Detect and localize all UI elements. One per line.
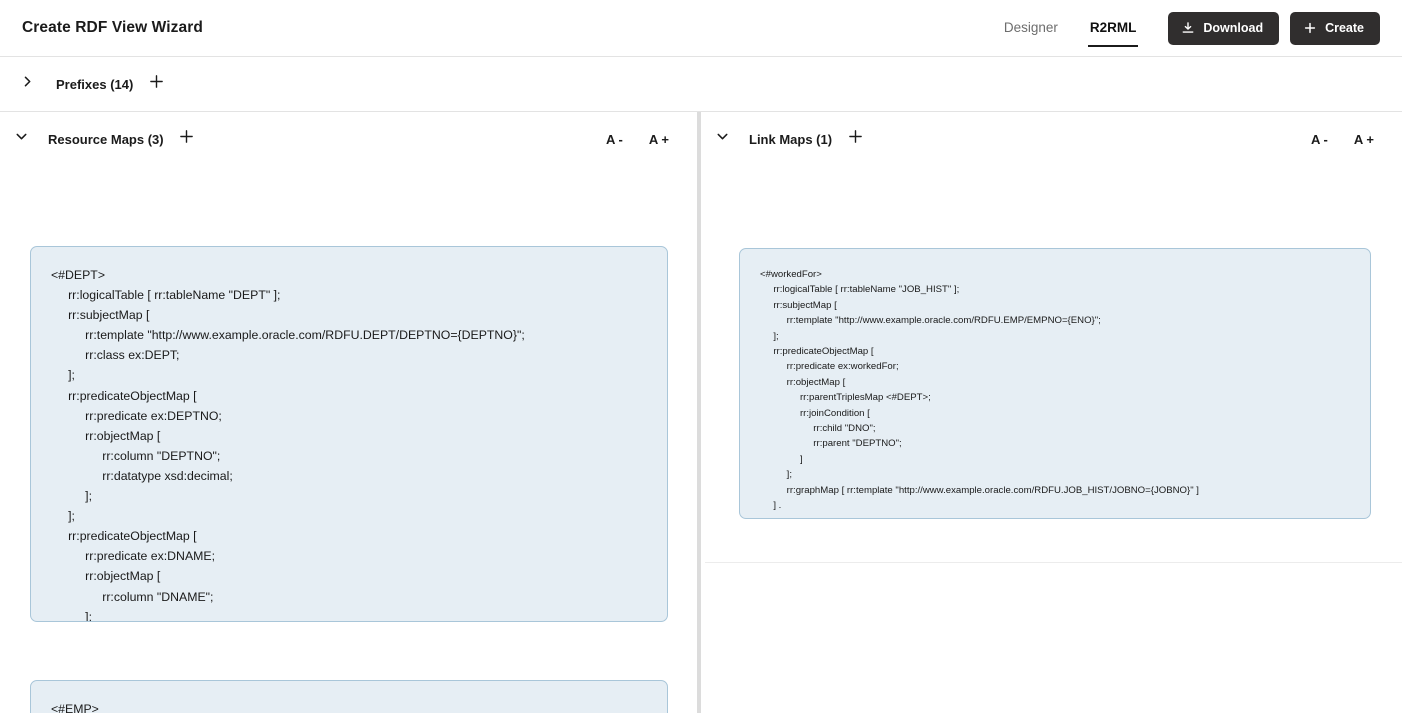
link-map-code-workedfor: <#workedFor> rr:logicalTable [ rr:tableN… bbox=[760, 269, 1199, 512]
chevron-down-icon bbox=[716, 130, 729, 148]
page-title: Create RDF View Wizard bbox=[22, 19, 203, 36]
link-map-card-workedfor[interactable]: <#workedFor> rr:logicalTable [ rr:tableN… bbox=[739, 248, 1371, 519]
plus-icon bbox=[149, 74, 164, 94]
resource-map-card-dept[interactable]: <#DEPT> rr:logicalTable [ rr:tableName "… bbox=[30, 246, 668, 622]
maps-panels: Resource Maps (3) A - A + <#DEPT> rr:log… bbox=[0, 112, 1402, 713]
prefixes-section-header: Prefixes (14) bbox=[0, 57, 1402, 112]
resource-maps-collapse-toggle[interactable] bbox=[6, 124, 36, 154]
prefixes-expand-toggle[interactable] bbox=[12, 69, 42, 99]
link-maps-separator bbox=[705, 562, 1402, 563]
resource-map-card-emp[interactable]: <#EMP> rr:logicalTable [ rr:tableName "E… bbox=[30, 680, 668, 713]
chevron-right-icon bbox=[21, 75, 34, 93]
plus-icon bbox=[1303, 21, 1317, 35]
download-button[interactable]: Download bbox=[1168, 11, 1280, 45]
resource-maps-label: Resource Maps (3) bbox=[48, 131, 164, 147]
link-maps-label: Link Maps (1) bbox=[749, 131, 833, 147]
tab-r2rml[interactable]: R2RML bbox=[1080, 8, 1147, 48]
app-header: Create RDF View Wizard Designer R2RML Do… bbox=[0, 0, 1402, 57]
plus-icon bbox=[848, 129, 863, 149]
resource-maps-header: Resource Maps (3) A - A + bbox=[0, 112, 697, 166]
font-decrease-button[interactable]: A - bbox=[606, 131, 623, 147]
font-decrease-button[interactable]: A - bbox=[1311, 131, 1328, 147]
create-button[interactable]: Create bbox=[1290, 11, 1380, 45]
link-maps-font-controls: A - A + bbox=[1311, 132, 1402, 147]
download-icon bbox=[1181, 21, 1195, 35]
add-prefix-button[interactable] bbox=[145, 73, 167, 95]
font-increase-button[interactable]: A + bbox=[648, 131, 669, 147]
add-link-map-button[interactable] bbox=[844, 128, 866, 150]
resource-map-code-dept: <#DEPT> rr:logicalTable [ rr:tableName "… bbox=[51, 268, 525, 622]
link-maps-panel: Link Maps (1) A - A + <#workedFor> rr:lo… bbox=[701, 112, 1402, 713]
font-increase-button[interactable]: A + bbox=[1353, 131, 1374, 147]
chevron-down-icon bbox=[15, 130, 28, 148]
resource-map-code-emp: <#EMP> rr:logicalTable [ rr:tableName "E… bbox=[51, 702, 99, 713]
header-actions: Designer R2RML Download Create bbox=[994, 8, 1380, 48]
panel-divider[interactable] bbox=[697, 112, 701, 713]
resource-maps-font-controls: A - A + bbox=[606, 132, 697, 147]
tab-designer[interactable]: Designer bbox=[1003, 20, 1058, 35]
create-button-label: Create bbox=[1325, 21, 1364, 35]
link-maps-collapse-toggle[interactable] bbox=[707, 124, 737, 154]
plus-icon bbox=[179, 129, 194, 149]
resource-maps-panel: Resource Maps (3) A - A + <#DEPT> rr:log… bbox=[0, 112, 697, 713]
download-button-label: Download bbox=[1203, 21, 1264, 35]
link-maps-header: Link Maps (1) A - A + bbox=[701, 112, 1402, 166]
add-resource-map-button[interactable] bbox=[176, 128, 198, 150]
prefixes-label: Prefixes (14) bbox=[56, 76, 134, 92]
